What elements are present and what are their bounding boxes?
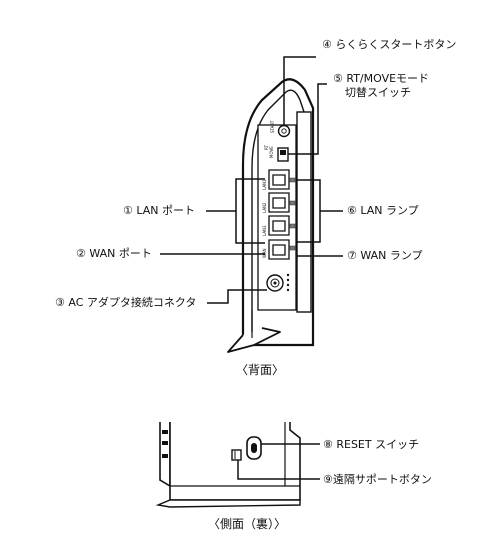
lan-port-1 [268, 169, 296, 190]
vent-dots [286, 273, 290, 292]
label-lan-port: ① LAN ポート [123, 204, 195, 217]
leader-lines-side [237, 443, 320, 480]
label-mode-switch-line1: ⑤ RT/MOVEモード [333, 72, 430, 85]
mode-move-mark: MOVE [269, 146, 274, 158]
remote-support-button-shape [231, 449, 242, 461]
wan-port [268, 239, 296, 260]
port-lan2-mark: LAN2 [262, 202, 267, 213]
router-right-rib [296, 111, 312, 313]
leader-lines-back [160, 56, 343, 304]
lan-port-2 [268, 192, 296, 213]
router-stand [227, 327, 281, 353]
label-mode-switch-line2: 切替スイッチ [345, 86, 411, 99]
side-port-stubs [162, 430, 168, 458]
label-ac-connector: ③ AC アダプタ接続コネクタ [55, 296, 197, 309]
port-lan1-mark: LAN1 [262, 179, 267, 190]
label-wan-lamp: ⑦ WAN ランプ [347, 249, 423, 262]
label-reset-switch: ⑧ RESET スイッチ [323, 438, 420, 451]
caption-back: 〈背面〉 [236, 363, 285, 377]
label-rakuraku-start: ④ らくらくスタートボタン [322, 38, 457, 51]
mode-rt-mark: RT [264, 145, 269, 150]
lan-port-3 [268, 215, 296, 236]
side-stand [155, 499, 301, 508]
label-lan-lamp: ⑥ LAN ランプ [347, 204, 419, 217]
port-lan3-mark: LAN3 [262, 225, 267, 236]
caption-side: 〈側面（裏）〉 [208, 517, 287, 531]
label-remote-support: ⑨遠隔サポートボタン [323, 473, 432, 486]
side-body-face [169, 422, 301, 501]
router-shell-inner [251, 89, 305, 340]
start-mark: START [270, 120, 275, 133]
label-wan-port: ② WAN ポート [76, 247, 152, 260]
